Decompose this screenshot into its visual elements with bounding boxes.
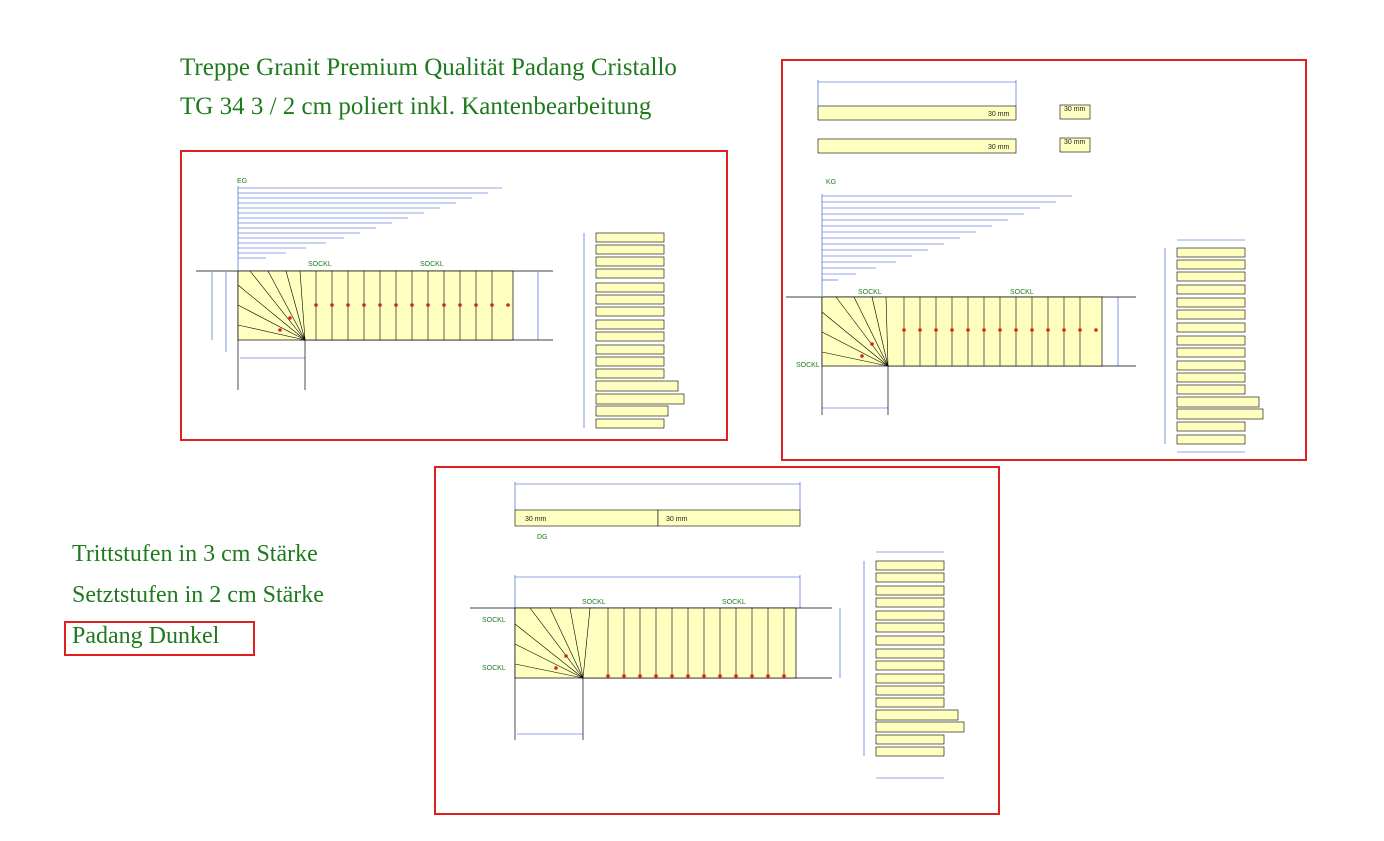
frame-eg-drawing [180, 150, 728, 441]
note-riser-color: Padang Dunkel [72, 623, 220, 649]
header-title-line-1: Treppe Granit Premium Qualität Padang Cr… [180, 54, 677, 81]
header-title-line-2: TG 34 3 / 2 cm poliert inkl. Kantenbearb… [180, 93, 652, 120]
riser-color-box [64, 621, 255, 656]
frame-kg-drawing [781, 59, 1307, 461]
note-riser-thickness: Setztstufen in 2 cm Stärke [72, 582, 324, 608]
note-tread-thickness: Trittstufen in 3 cm Stärke [72, 541, 318, 567]
frame-dg-drawing [434, 466, 1000, 815]
